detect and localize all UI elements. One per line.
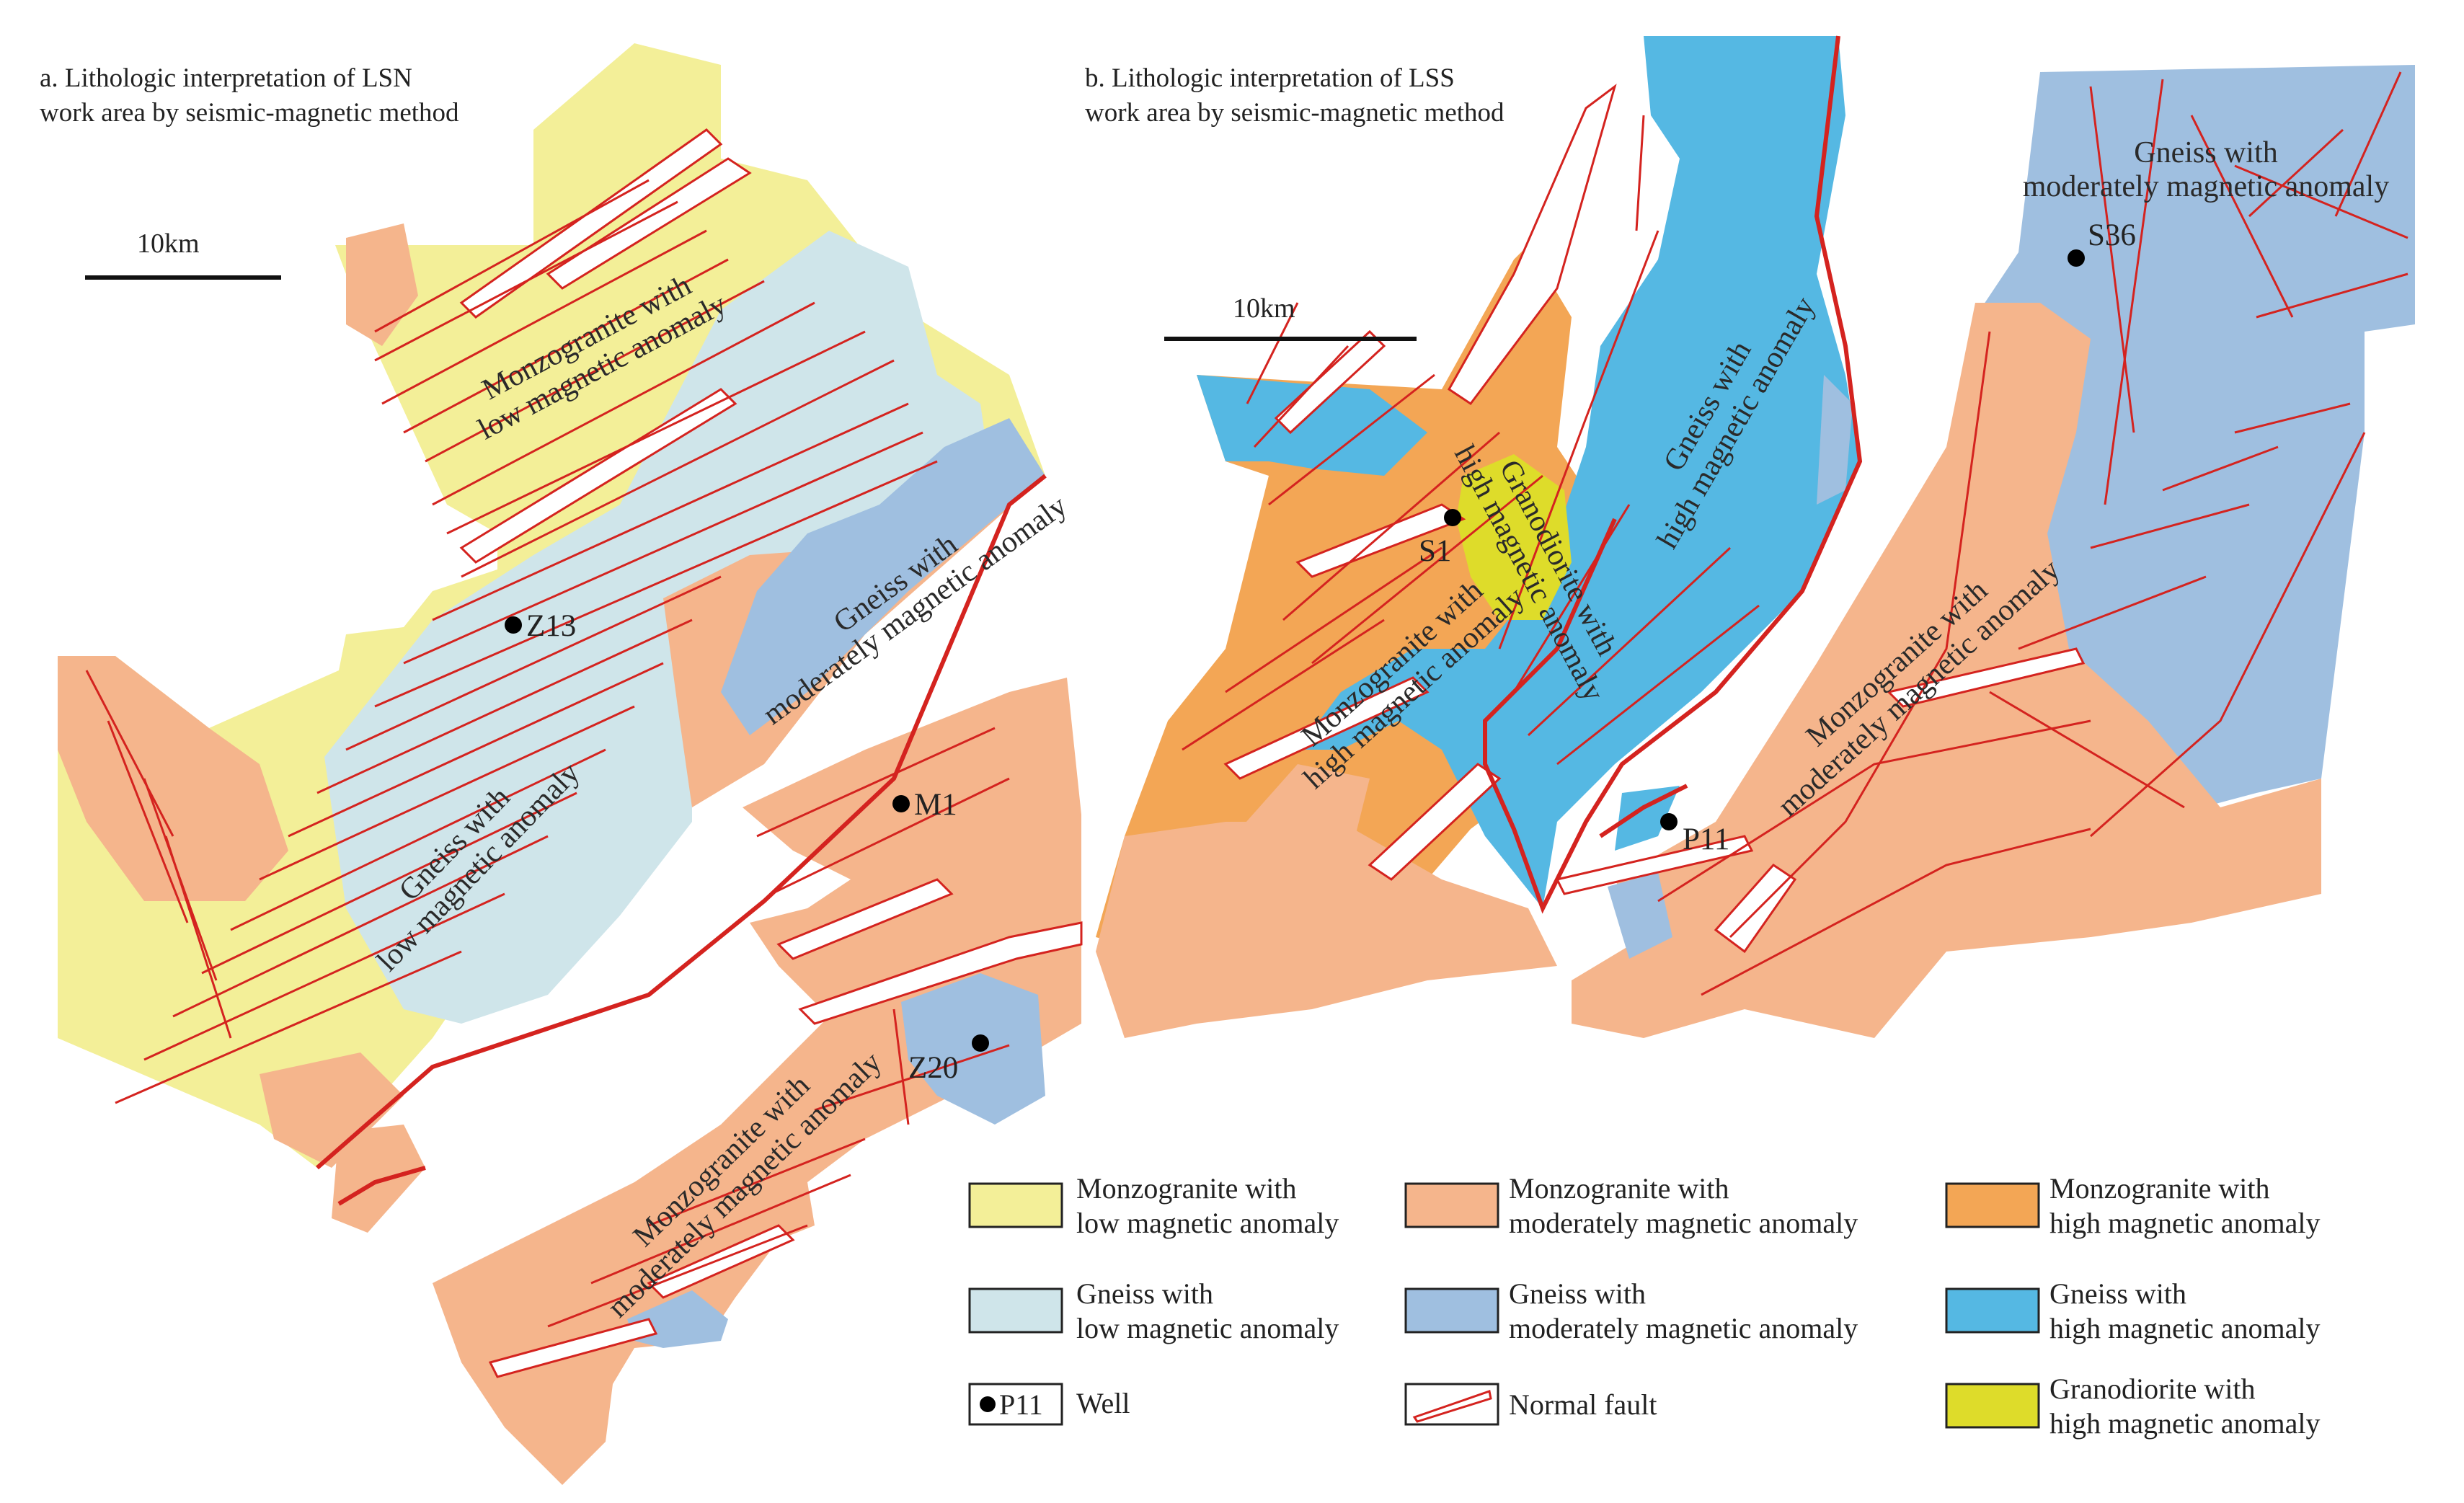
panel-a-fault-gap-2 [546,157,752,290]
panel-a-boundary-fault [316,474,1047,1170]
legend-label-gneiss-moderate-1: Gneiss with [1509,1277,1646,1310]
panel-b-gneiss-moderate-zone-3 [1817,375,1853,505]
panel-b-fault-gap-7 [1887,647,2086,708]
panel-a-south-block [433,678,1081,1485]
panel-b-label-gneiss-mod-line1: Gneiss with [2134,136,2278,169]
panel-b-fault-gap [1448,84,1617,406]
panel-a-gneiss-moderate-zone [721,418,1045,735]
well-marker-icon [505,616,522,634]
panel-a-monzogranite-moderate-zone [58,656,288,901]
legend-label-granodiorite-2: high magnetic anomaly [2049,1407,2320,1440]
panel-b-label-gneiss-mod-line2: moderately magnetic anomaly [2023,170,2389,203]
legend-label-gneiss-low-1: Gneiss with [1076,1277,1213,1310]
legend-label-gneiss-high-1: Gneiss with [2049,1277,2186,1310]
well-label: Z20 [908,1051,958,1085]
panel-b-gneiss-high-zone-2 [1197,375,1427,476]
panel-a-fault-gap-7 [488,1318,658,1378]
well-label: S1 [1419,534,1451,568]
panel-a-fault-gap [459,128,723,319]
panel-b-granodiorite-zone [1456,454,1572,620]
legend-fault-icon [1412,1390,1492,1423]
panel-a-title-line2: work area by seismic-magnetic method [40,98,459,128]
legend-swatch-monzogranite-low [968,1182,1063,1228]
legend-label-monzogranite-moderate-2: moderately magnetic anomaly [1509,1207,1858,1239]
legend-label-monzogranite-high-1: Monzogranite with [2049,1172,2270,1205]
legend-label-gneiss-high-2: high magnetic anomaly [2049,1312,2320,1344]
well-marker-icon [1660,813,1678,830]
panel-b-title-line1: b. Lithologic interpretation of LSS [1085,63,1455,93]
panel-b-scale-label: 10km [1233,293,1295,324]
legend-label-monzogranite-low-2: low magnetic anomaly [1076,1207,1339,1239]
panel-b-title-line2: work area by seismic-magnetic method [1085,98,1504,128]
panel-b-map: b. Lithologic interpretation of LSS work… [1085,35,2415,1038]
panel-b-well-s1: S1 [1419,509,1461,568]
well-label: Z13 [526,609,576,643]
legend-label-monzogranite-high-2: high magnetic anomaly [2049,1207,2320,1239]
panel-b-gneiss-high-zone [1298,36,1860,908]
legend-label-well: Well [1076,1387,1130,1419]
panel-b-monzogranite-moderate-zone [1572,303,2321,1038]
panel-a-boundary-fault-2 [337,1166,426,1206]
legend: Monzogranite with low magnetic anomaly M… [968,1172,2320,1440]
legend-label-granodiorite-1: Granodiorite with [2049,1373,2256,1405]
panel-b-fault-gap-6 [1555,835,1754,895]
well-marker-icon [2068,249,2085,267]
legend-well-icon [980,1396,996,1412]
panel-a-south-gneiss-moderate-zone [901,973,1045,1125]
legend-label-gneiss-low-2: low magnetic anomaly [1076,1312,1339,1344]
legend-well-sample-label: P11 [999,1388,1043,1421]
legend-label-monzogranite-low-1: Monzogranite with [1076,1172,1297,1205]
panel-b-fault-gap-8 [1274,329,1386,435]
legend-swatch-granodiorite [1945,1383,2040,1429]
legend-label-gneiss-moderate-2: moderately magnetic anomaly [1509,1312,1858,1344]
panel-b-well-s36: S36 [2068,218,2136,267]
panel-b-monzogranite-moderate-zone-3 [1240,764,1370,865]
well-marker-icon [892,795,910,812]
legend-label-fault: Normal fault [1509,1388,1657,1421]
panel-b-monzogranite-moderate-zone-2 [1096,822,1557,1038]
panel-a-gneiss-low-zone [324,231,995,1024]
panel-b-gneiss-high-zone-3 [1615,786,1680,851]
legend-swatch-monzogranite-high [1945,1182,2040,1228]
panel-a-monzogranite-moderate-zone-3 [346,223,418,346]
panel-a-well-z20: Z20 [908,1034,989,1085]
legend-label-monzogranite-moderate-1: Monzogranite with [1509,1172,1729,1205]
well-marker-icon [972,1034,989,1052]
panel-a-scale-label: 10km [137,229,200,259]
panel-b-fault-gap-3 [1223,676,1430,780]
panel-a-monzogranite-moderate-zone-4 [260,1052,404,1168]
panel-b-fault-lines [1182,71,2408,996]
panel-a-fault-lines [85,179,1010,1328]
panel-a-fault-gap-6 [647,1224,795,1299]
panel-a-title-line1: a. Lithologic interpretation of LSN [40,63,412,93]
well-label: M1 [914,788,957,822]
panel-b-boundary-fault [1483,35,1863,914]
panel-b-fault-gap-5 [1714,864,1797,954]
panel-a-fault-gap-4 [776,878,954,960]
legend-swatch-gneiss-low [968,1287,1063,1334]
legend-swatch-gneiss-moderate [1404,1287,1499,1334]
panel-a-well-z13: Z13 [505,609,576,643]
panel-b-gneiss-moderate-zone-2 [1608,872,1672,959]
well-label: S36 [2088,218,2136,252]
well-label: P11 [1683,823,1729,856]
panel-b-boundary-fault-2 [1599,784,1688,838]
panel-a-fault-gap-5 [798,921,1083,1025]
legend-swatch-monzogranite-moderate [1404,1182,1499,1228]
panel-a-map: a. Lithologic interpretation of LSN work… [40,43,1083,1485]
panel-a-well-m1: M1 [892,788,957,822]
legend-swatch-gneiss-high [1945,1287,2040,1334]
panel-b-fault-gap-4 [1368,763,1502,881]
panel-a-south-isolated-block [332,1125,425,1233]
panel-b-well-p11: P11 [1660,813,1729,856]
well-marker-icon [1444,509,1461,526]
